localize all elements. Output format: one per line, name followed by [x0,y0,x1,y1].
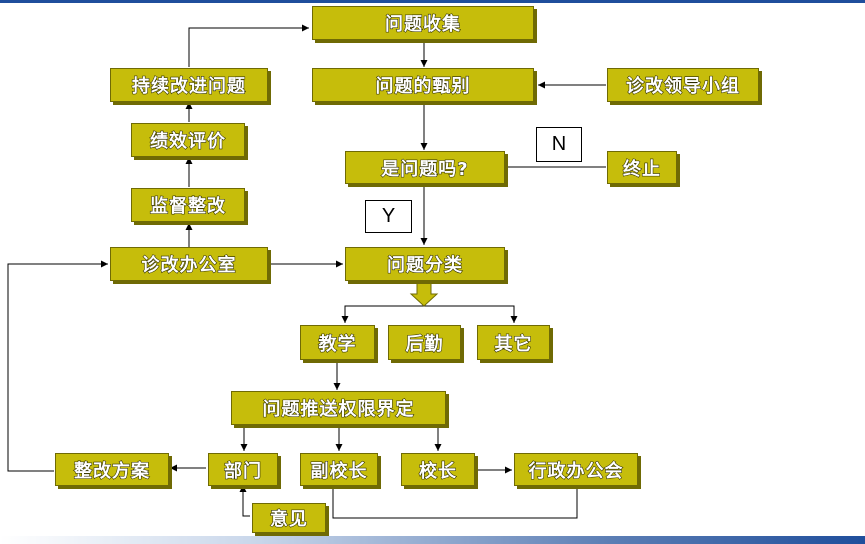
box-vice-principal[interactable]: 副校长 [300,453,378,486]
arrow-opinion-department [239,485,250,517]
label-no: N [536,127,582,162]
label-yes: Y [365,200,412,233]
top-accent-bar [0,0,865,3]
box-identify[interactable]: 问题的甄别 [312,68,534,102]
box-teaching[interactable]: 教学 [300,325,375,360]
line-classify-branches [344,305,515,322]
box-leading-group[interactable]: 诊改领导小组 [607,68,759,102]
box-other[interactable]: 其它 [477,325,550,360]
box-principal[interactable]: 校长 [401,453,475,486]
box-office[interactable]: 诊改办公室 [110,247,268,281]
box-department[interactable]: 部门 [208,453,278,486]
box-opinion[interactable]: 意见 [252,503,326,533]
box-logistics[interactable]: 后勤 [388,325,461,360]
line-feedback-loop [332,486,578,519]
bottom-accent-bar [0,536,865,544]
arrow-improve-collect [188,24,309,67]
box-is-problem[interactable]: 是问题吗? [345,151,505,184]
box-supervise[interactable]: 监督整改 [131,188,245,222]
box-improve[interactable]: 持续改进问题 [110,68,268,102]
classify-down-arrow [409,281,439,307]
box-classify[interactable]: 问题分类 [345,247,505,281]
arrow-plan-office [7,260,108,472]
box-admin-meeting[interactable]: 行政办公会 [514,453,638,486]
box-collect[interactable]: 问题收集 [312,6,534,40]
box-terminate[interactable]: 终止 [607,151,677,184]
box-push-define[interactable]: 问题推送权限界定 [231,391,446,425]
box-rectify-plan[interactable]: 整改方案 [55,453,169,486]
box-evaluate[interactable]: 绩效评价 [131,123,245,157]
